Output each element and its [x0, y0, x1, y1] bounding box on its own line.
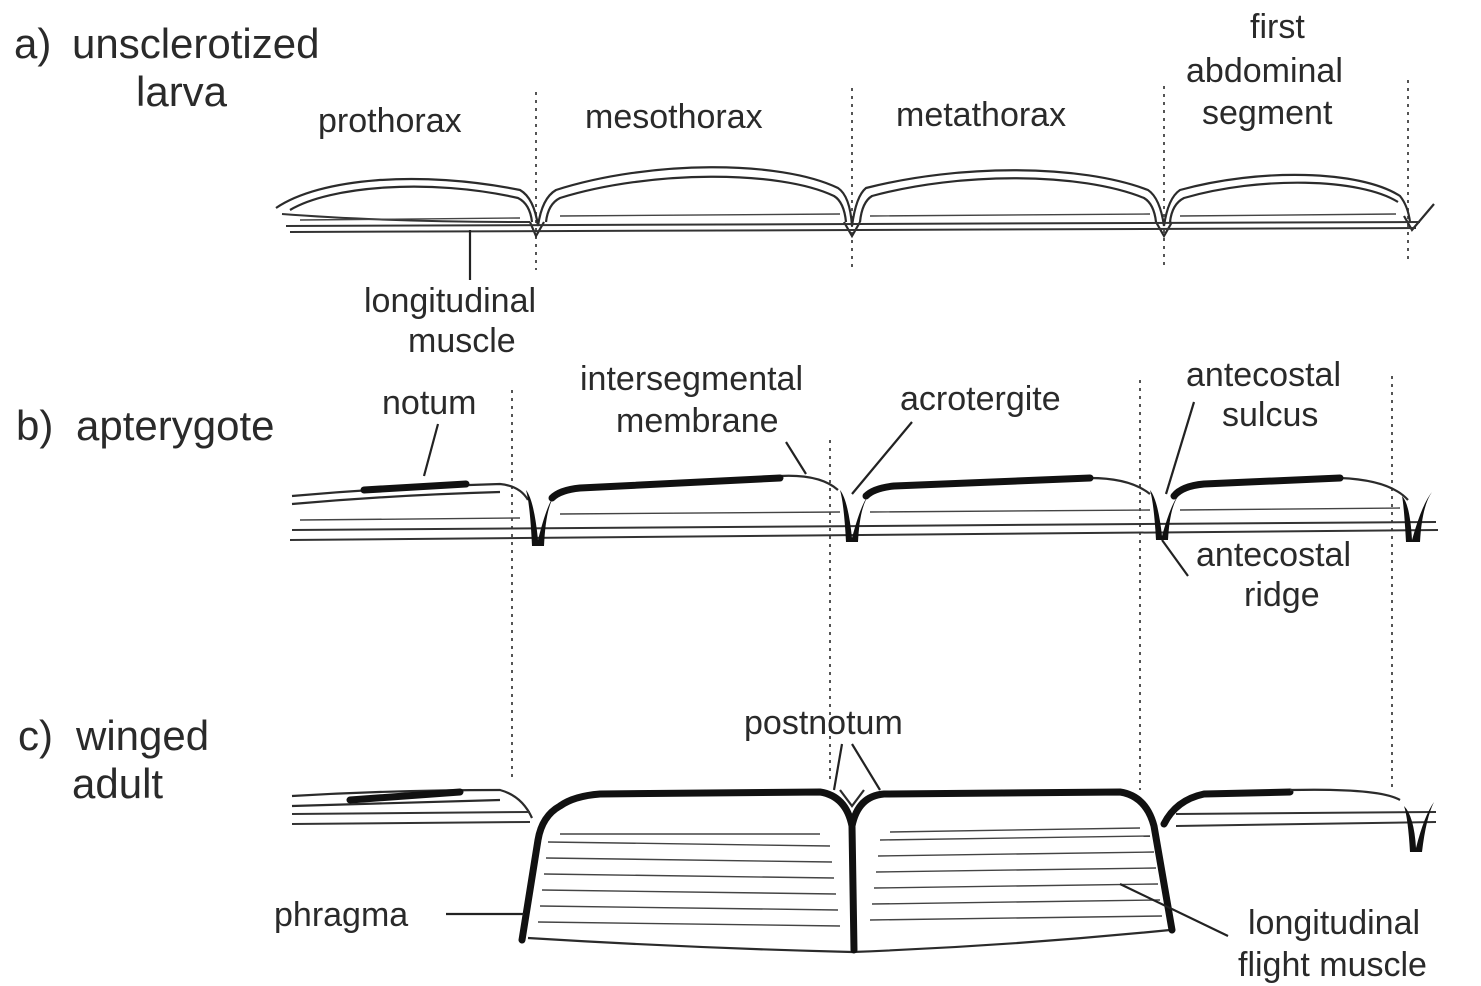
flight-muscle-line2: flight muscle	[1238, 946, 1427, 984]
abdominal-label-line1: first	[1250, 8, 1305, 46]
longitudinal-muscle-line2: muscle	[408, 322, 516, 360]
metathorax-label: metathorax	[896, 96, 1066, 134]
acrotergite-label: acrotergite	[900, 380, 1061, 418]
panel-a-tag: a)	[14, 20, 51, 67]
segment-labels: prothorax mesothorax metathorax first ab…	[318, 8, 1343, 140]
panel-a-title-line1: unsclerotized	[72, 20, 319, 67]
antecostal-sulcus-line1: antecostal	[1186, 356, 1341, 394]
larva-body	[276, 167, 1434, 236]
antecostal-ridge-line1: antecostal	[1196, 536, 1351, 574]
intersegmental-label-line2: membrane	[616, 402, 779, 440]
panel-b-label: b) apterygote	[16, 402, 274, 449]
panel-b-tag: b)	[16, 402, 53, 449]
intersegmental-label-line1: intersegmental	[580, 360, 803, 398]
flight-muscle-line1: longitudinal	[1248, 904, 1420, 942]
prothorax-label: prothorax	[318, 102, 462, 140]
panel-c-title-line1: winged	[75, 712, 209, 759]
longitudinal-muscle-label: longitudinal muscle	[364, 230, 536, 360]
panel-c-tag: c)	[18, 712, 53, 759]
abdominal-label-line2: abdominal	[1186, 52, 1343, 90]
phragma-label: phragma	[274, 896, 408, 934]
panel-c-title-line2: adult	[72, 760, 163, 807]
panel-b-title: apterygote	[76, 402, 274, 449]
postnotum-label: postnotum	[744, 704, 903, 742]
antecostal-sulcus-line2: sulcus	[1222, 396, 1318, 434]
panel-c-label: c) winged adult	[18, 712, 209, 807]
notum-label: notum	[382, 384, 477, 422]
antecostal-ridge-line2: ridge	[1244, 576, 1320, 614]
panel-a-label: a) unsclerotized larva	[14, 20, 319, 115]
panel-a-title-line2: larva	[136, 68, 228, 115]
abdominal-label-line3: segment	[1202, 94, 1333, 132]
longitudinal-muscle-line1: longitudinal	[364, 282, 536, 320]
mesothorax-label: mesothorax	[585, 98, 763, 136]
